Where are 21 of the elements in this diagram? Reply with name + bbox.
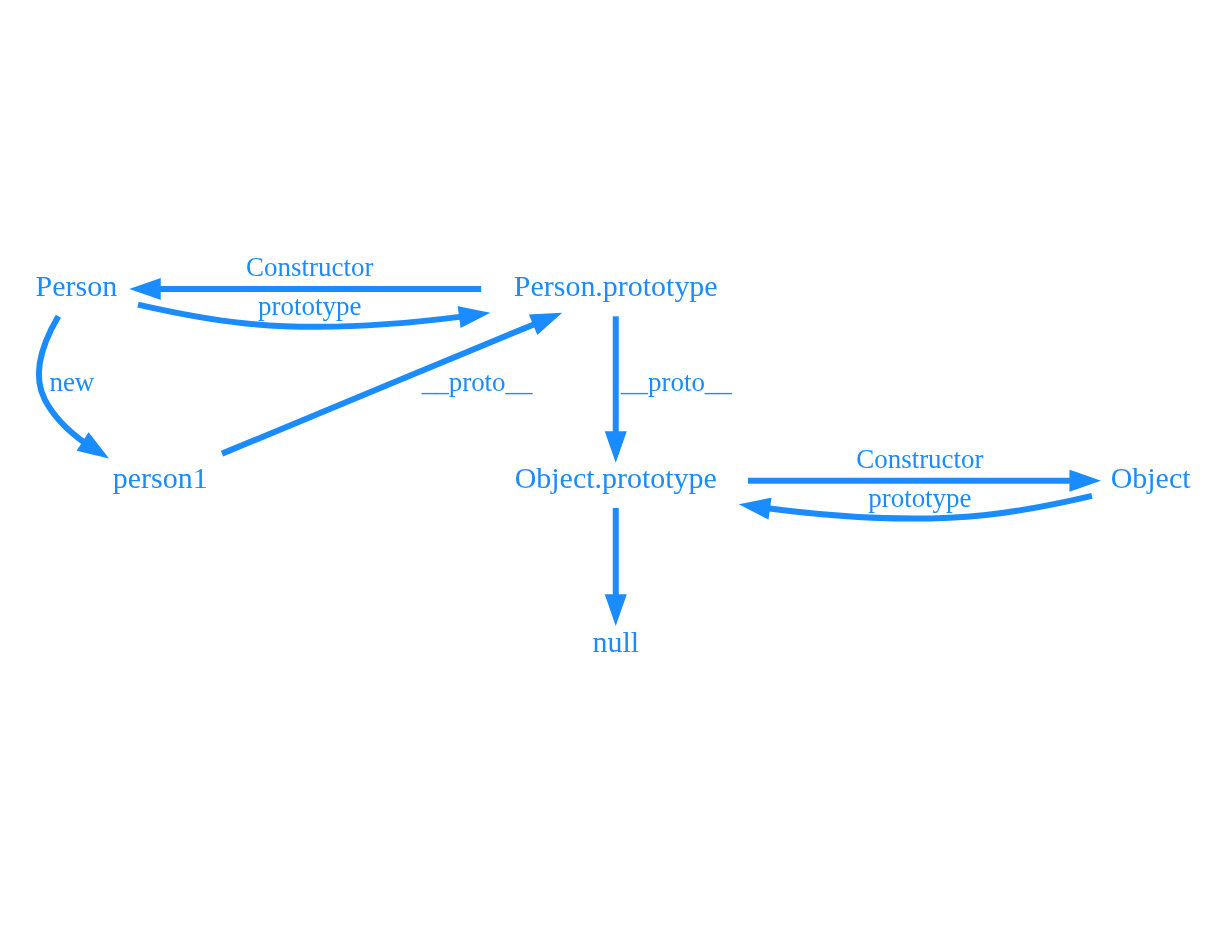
edge-label: prototype [258,290,362,321]
arrow [220,312,563,456]
arrow [129,277,482,300]
node-text: null [592,624,640,658]
edge-label: new [49,366,95,397]
node-text: Object [1110,460,1191,494]
edge-label: Constructor [246,251,374,282]
arrow [604,507,627,626]
arrow [738,492,1093,522]
arrow [747,469,1101,492]
edge-label: __proto__ [421,366,533,397]
arrow [137,301,491,330]
node-text: person1 [112,460,208,494]
node-text: Object.prototype [514,460,717,494]
arrow [36,314,110,459]
arrow [604,315,627,463]
edge-label: prototype [868,482,972,513]
node-text: Person [35,268,118,302]
node-text: Person.prototype [513,268,718,302]
edge-label: __proto__ [621,366,732,397]
edge-label: Constructor [856,443,984,474]
